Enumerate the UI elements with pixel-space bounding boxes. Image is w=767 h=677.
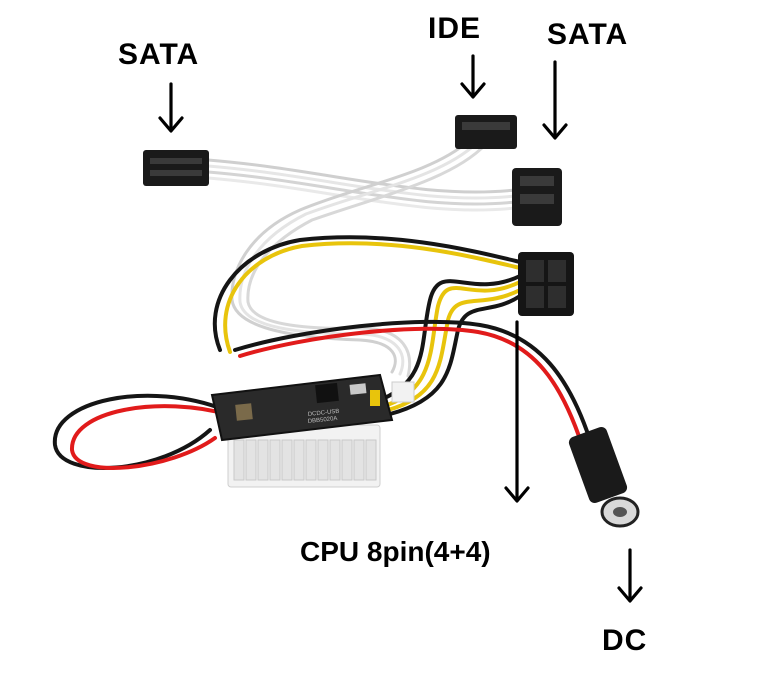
cpu-8pin-connector (518, 252, 574, 316)
label-sata-right: SATA (547, 18, 629, 51)
arrow-ide (460, 54, 486, 99)
dc-jack (568, 426, 640, 528)
label-sata-left: SATA (118, 38, 200, 71)
pcb-marking-1: DCDC-USB (308, 409, 340, 418)
sata-right-connector (512, 168, 562, 226)
arrow-sata-left (158, 82, 184, 133)
arrow-cpu (504, 320, 530, 503)
arrow-sata-right (542, 60, 568, 140)
atx-24pin-connector (227, 424, 381, 488)
pcb-board: DCDC-USB DBB5020A (210, 373, 415, 442)
label-dc: DC (602, 624, 648, 657)
sata-left-connector (143, 150, 209, 186)
ide-connector (455, 115, 517, 149)
label-ide: IDE (428, 12, 482, 45)
arrows (158, 54, 643, 603)
dc-wire-bundle (52, 319, 592, 470)
pcb-marking-2: DBB5020A (308, 416, 338, 425)
label-cpu-8pin: CPU 8pin(4+4) (300, 536, 491, 567)
arrow-dc (617, 548, 643, 603)
